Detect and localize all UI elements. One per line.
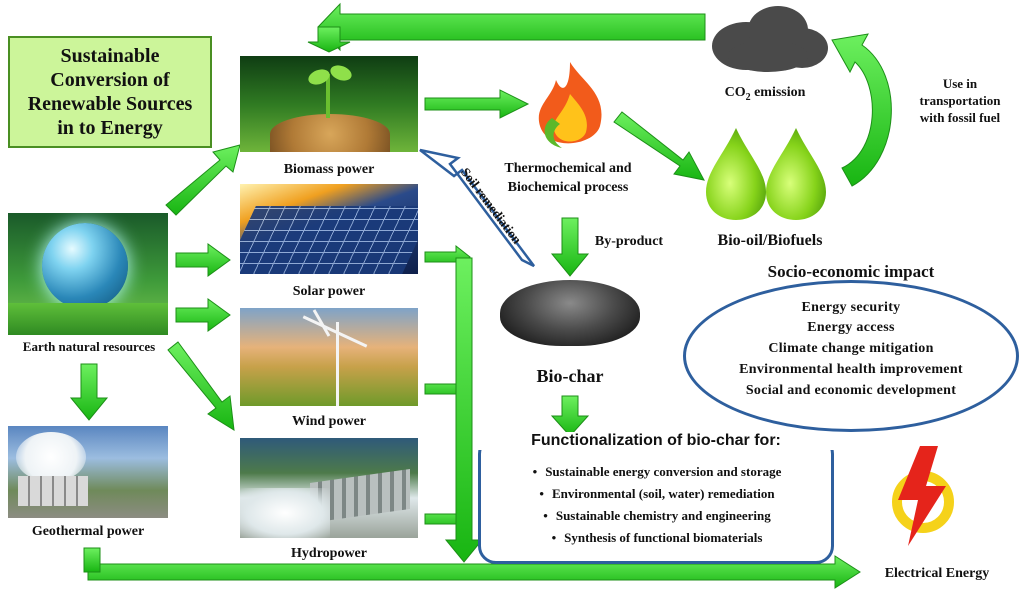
co2-suffix: emission: [750, 85, 806, 100]
arrow-collector: [444, 257, 484, 563]
functionalization-title: Functionalization of bio-char for:: [478, 432, 834, 450]
earth-image: [8, 213, 168, 335]
geothermal-image: [8, 426, 168, 518]
process-label: Thermochemical and Biochemical process: [504, 161, 632, 195]
biochar-label: Bio-char: [536, 366, 604, 386]
earth-label: Earth natural resources: [22, 339, 156, 354]
co2-cloud-icon: [712, 6, 828, 72]
functionalization-item: Synthesis of functional biomaterials: [484, 530, 830, 546]
biochar-pile-image: [500, 280, 640, 346]
biomass-image: [240, 56, 418, 152]
lightning-icon: [892, 446, 954, 546]
functionalization-item: Sustainable energy conversion and storag…: [484, 464, 830, 480]
socio-item: Energy security: [801, 300, 901, 315]
electrical-label: Electrical Energy: [884, 566, 990, 581]
arrow-earth-to-hydro: [167, 341, 235, 431]
functionalization-item: Environmental (soil, water) remediation: [484, 486, 830, 502]
arrow-biomass-to-process: [424, 89, 530, 119]
socio-item: Energy access: [807, 320, 895, 335]
solar-image: [240, 184, 418, 274]
arrow-earth-to-geothermal: [69, 363, 109, 421]
arrow-earth-to-wind: [175, 298, 231, 332]
arrow-soil-remediation: [419, 148, 535, 268]
co2-prefix: CO: [724, 85, 746, 100]
biooil-label: Bio-oil/Biofuels: [717, 232, 823, 249]
socio-item: Climate change mitigation: [768, 341, 934, 356]
wind-image: [240, 308, 418, 406]
arrow-byproduct: [550, 217, 590, 277]
byproduct-label: By-product: [594, 234, 664, 249]
arrow-co2-to-biomass: [317, 2, 706, 52]
diagram-title: Sustainable Conversion of Renewable Sour…: [27, 45, 193, 139]
biomass-label: Biomass power: [283, 162, 375, 177]
flame-icon: [538, 62, 602, 148]
socio-ellipse: [683, 280, 1019, 432]
socio-item: Social and economic development: [745, 383, 957, 398]
hydro-label: Hydropower: [291, 546, 367, 561]
transport-label: Use in transportation with fossil fuel: [919, 76, 1001, 125]
arrow-earth-to-biomass: [165, 144, 241, 216]
functionalization-item: Sustainable chemistry and engineering: [484, 508, 830, 524]
geothermal-label: Geothermal power: [31, 524, 145, 539]
co2-label: CO2 emission: [700, 85, 830, 103]
arrow-process-to-biooil: [613, 111, 705, 181]
biooil-drops-icon: [706, 128, 826, 220]
co2-subscript: 2: [745, 91, 751, 103]
arrow-biochar-down: [550, 395, 590, 437]
solar-label: Solar power: [292, 284, 366, 299]
arrow-earth-to-solar: [175, 243, 231, 277]
socio-item: Environmental health improvement: [739, 362, 963, 377]
arrow-geothermal-down: [83, 547, 101, 573]
hydro-image: [240, 438, 418, 538]
socio-title: Socio-economic impact: [767, 262, 935, 281]
wind-label: Wind power: [291, 414, 367, 429]
arrow-transport-return: [831, 33, 892, 187]
arrow-top-down: [307, 26, 351, 53]
arrow-bottom: [87, 555, 861, 589]
title-box: Sustainable Conversion of Renewable Sour…: [8, 36, 212, 148]
